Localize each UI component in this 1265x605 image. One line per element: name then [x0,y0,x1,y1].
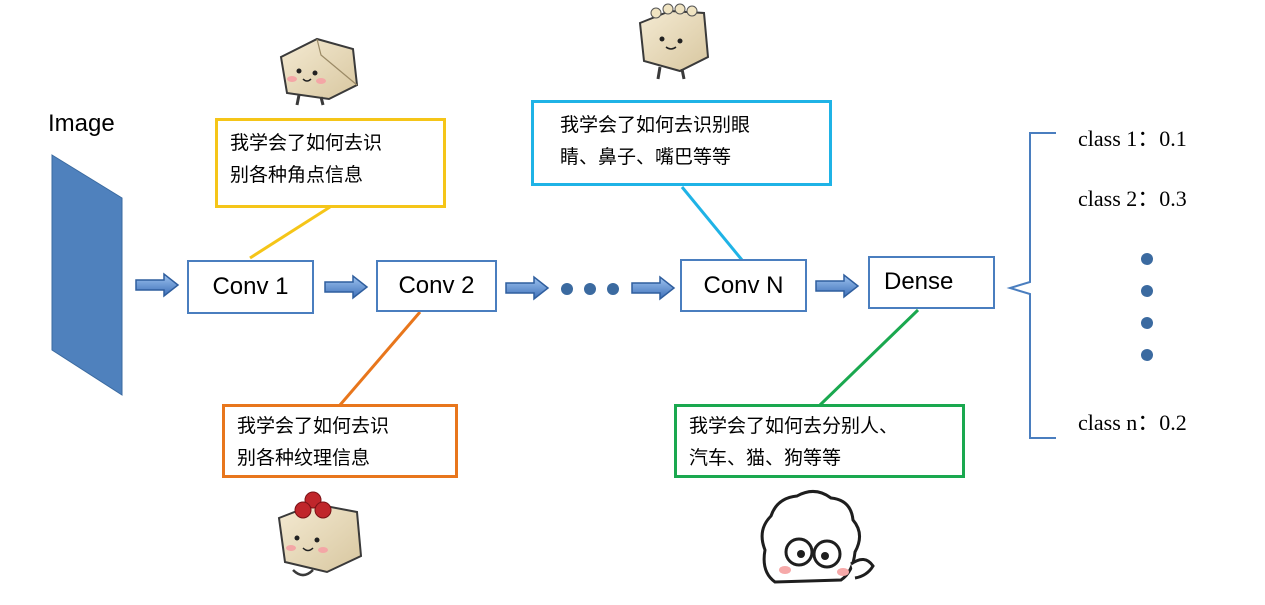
convN-note-line: 睛、鼻子、嘴巴等等 [560,146,732,168]
ellipsis-dot [561,283,573,295]
arrow-right-icon [505,276,549,300]
conv1-note: 我学会了如何去识 别各种角点信息 [215,118,446,208]
dense-note-line: 我学会了如何去分别人、 [689,415,899,437]
conv1-note-line: 我学会了如何去识 [230,132,383,154]
convN-note-line: 我学会了如何去识别眼 [560,114,751,136]
arrow-right-icon [815,274,859,298]
vertical-ellipsis-dot [1141,253,1153,265]
output-class-n: class n：0.2 [1078,410,1187,435]
conv1-layer-node: Conv 1 [187,260,314,314]
conv2-note-line: 我学会了如何去识 [237,415,390,437]
tofu-mascot-icon [638,3,710,80]
conv2-layer-node: Conv 2 [376,260,497,312]
tofu-mascot-icon [279,37,359,106]
vertical-ellipsis-dot [1141,317,1153,329]
conv2-note: 我学会了如何去识 别各种纹理信息 [222,404,458,478]
dense-note-line: 汽车、猫、狗等等 [689,447,842,469]
ellipsis-dot [584,283,596,295]
output-class-1: class 1：0.1 [1078,126,1187,151]
arrow-right-icon [631,276,675,300]
convN-note: 我学会了如何去识别眼 睛、鼻子、嘴巴等等 [531,100,832,186]
connector-dense-note [818,308,920,407]
connector-conv1-note [249,205,331,260]
conv1-note-line: 别各种角点信息 [230,164,364,186]
ellipsis-dot [607,283,619,295]
curly-hair-character-icon [760,490,875,584]
convN-layer-node: Conv N [680,259,807,312]
input-image-label: Image [48,110,115,137]
arrow-right-icon [135,273,179,297]
vertical-ellipsis-dot [1141,285,1153,297]
output-brace [1006,132,1056,439]
conv2-note-line: 别各种纹理信息 [237,447,371,469]
tofu-mascot-icon [277,491,363,577]
dense-note: 我学会了如何去分别人、 汽车、猫、狗等等 [674,404,965,478]
arrow-right-icon [324,275,368,299]
input-image-panel [51,154,123,396]
connector-convN-note [680,186,744,261]
vertical-ellipsis-dot [1141,349,1153,361]
dense-layer-node: Dense [868,256,995,309]
output-class-2: class 2：0.3 [1078,186,1187,211]
connector-conv2-note [338,311,422,406]
